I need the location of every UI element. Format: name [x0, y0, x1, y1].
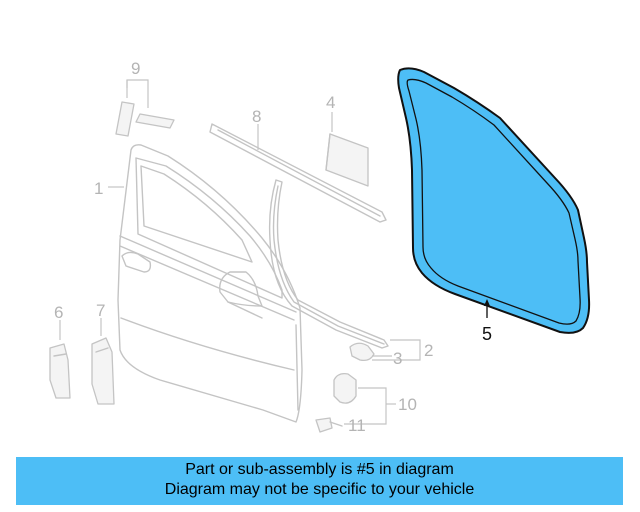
callout-6: 6 — [54, 303, 63, 322]
door-shell-part-1[interactable] — [117, 144, 303, 423]
clip-part-3[interactable] — [349, 342, 375, 362]
callout-3: 3 — [393, 349, 402, 368]
leader-lines — [59, 79, 488, 425]
weatherstrip-part-5[interactable] — [397, 67, 591, 334]
trim-panel-part-4[interactable] — [325, 133, 369, 187]
callout-8: 8 — [252, 107, 261, 126]
callout-4: 4 — [326, 93, 335, 112]
callout-11: 11 — [348, 416, 366, 435]
bracket-part-7[interactable] — [91, 337, 115, 405]
trim-pieces-part-9[interactable] — [115, 101, 175, 137]
callout-5-arrow-icon — [484, 299, 490, 306]
callout-2: 2 — [424, 341, 433, 360]
info-banner: Part or sub-assembly is #5 in diagram Di… — [16, 457, 623, 505]
callout-7: 7 — [96, 301, 105, 320]
callout-9: 9 — [131, 59, 140, 78]
bracket-part-6[interactable] — [49, 343, 71, 399]
cap-part-10[interactable] — [333, 372, 357, 404]
belt-molding-part-8[interactable] — [209, 123, 387, 223]
banner-line-1: Part or sub-assembly is #5 in diagram — [185, 461, 454, 478]
callout-1: 1 — [94, 179, 103, 198]
bolt-part-11[interactable] — [315, 417, 343, 433]
callout-10: 10 — [398, 395, 417, 414]
banner-line-2: Diagram may not be specific to your vehi… — [164, 481, 475, 498]
channel-part-2[interactable] — [268, 179, 389, 349]
callout-5: 5 — [482, 324, 492, 344]
